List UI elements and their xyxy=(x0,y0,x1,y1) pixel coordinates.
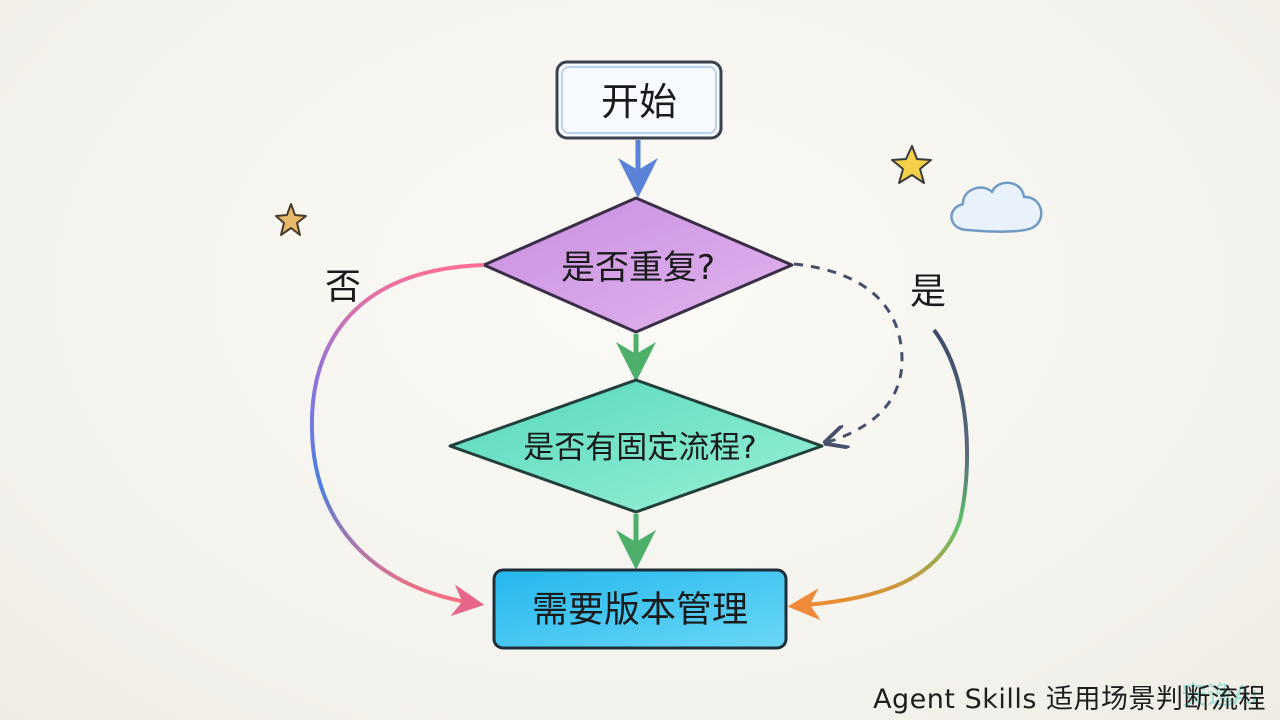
repeat-decision-label: 是否重复? xyxy=(561,248,715,288)
fixed-process-decision-node: 是否有固定流程? xyxy=(448,378,824,514)
version-control-label: 需要版本管理 xyxy=(532,590,748,631)
yes-label: 是 xyxy=(910,272,946,313)
diagram-caption: Agent Skills 适用场景判断流程 xyxy=(873,684,1266,715)
fixed-process-decision-label: 是否有固定流程? xyxy=(523,430,756,466)
star-icon-left xyxy=(275,203,307,236)
no-label: 否 xyxy=(325,267,361,308)
repeat-decision-node: 是否重复? xyxy=(482,196,794,334)
version-control-node: 需要版本管理 xyxy=(492,568,788,650)
start-node: 开始 xyxy=(555,60,723,140)
arrow-no-branch xyxy=(309,263,485,617)
star-icon-right xyxy=(891,145,932,184)
arrow-yes-outer-branch xyxy=(787,328,970,621)
arrow-yes-dashed-branch xyxy=(793,262,904,442)
cloud-icon xyxy=(950,181,1043,233)
start-node-label: 开始 xyxy=(601,80,677,124)
